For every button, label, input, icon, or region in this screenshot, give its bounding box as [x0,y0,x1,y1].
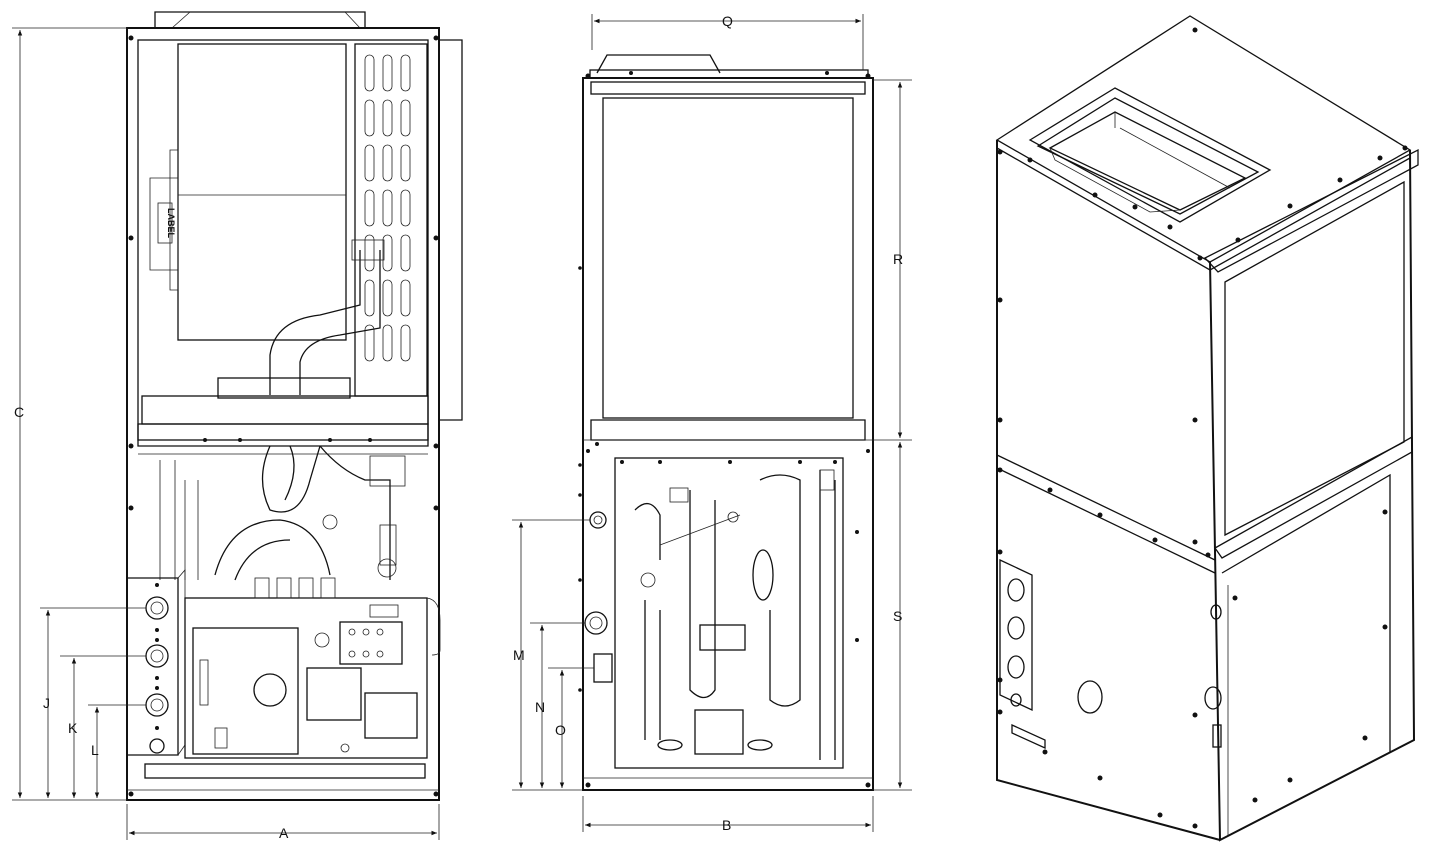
dim-L-label: L [91,742,99,758]
side-view [578,54,874,791]
dim-O-label: O [555,722,566,738]
front-view-dimensions: C J K L A [12,27,440,841]
dim-C-label: C [14,404,24,420]
dim-N-label: N [535,699,545,715]
dim-K-label: K [68,720,78,736]
isometric-view [995,15,1419,842]
coil-slots [364,54,411,362]
label-sticker: LABEL [166,208,176,238]
dim-J-label: J [43,695,50,711]
dim-R-label: R [893,251,903,267]
dim-B-label: B [722,817,731,833]
dim-S-label: S [893,608,902,624]
front-view: LABEL [126,11,463,801]
dim-Q-label: Q [722,13,733,29]
dim-M-label: M [513,647,525,663]
side-view-dimensions: Q R S M N O B [512,13,912,833]
dim-A-label: A [279,825,289,841]
